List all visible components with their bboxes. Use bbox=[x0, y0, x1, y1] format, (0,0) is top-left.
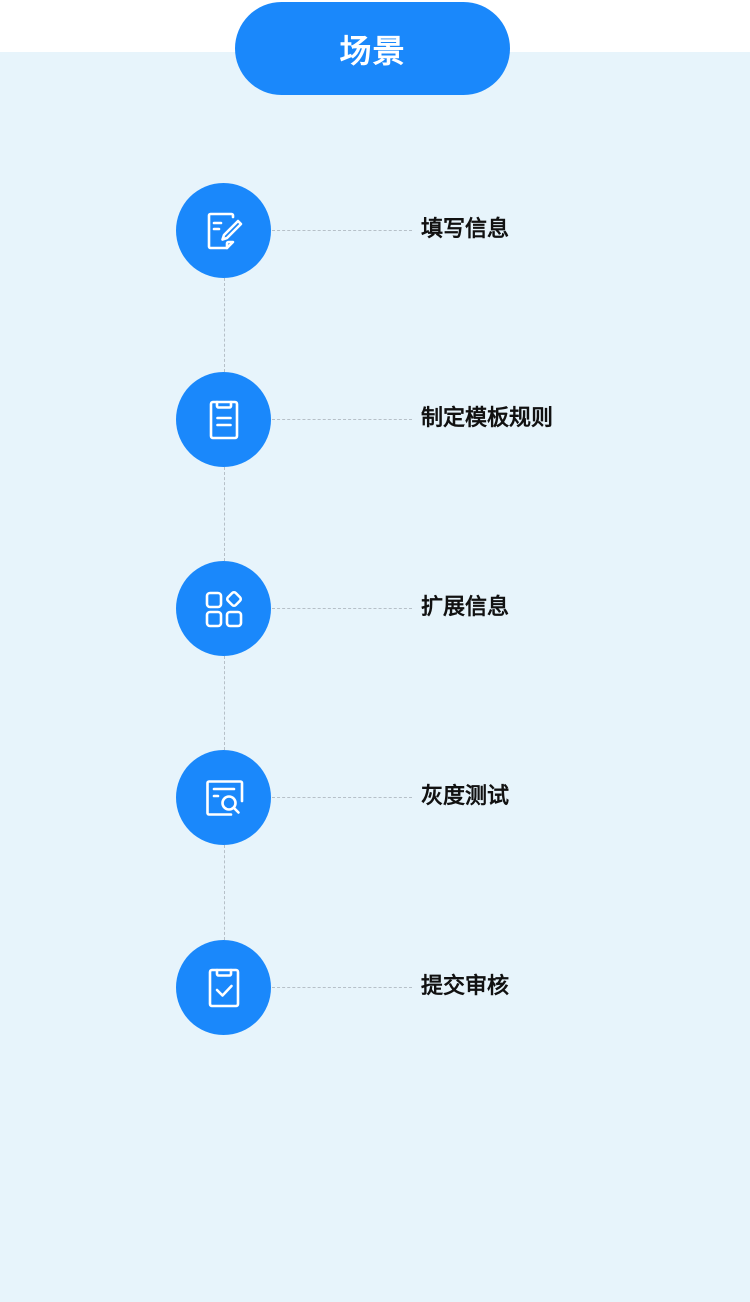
step-label: 灰度测试 bbox=[421, 784, 510, 809]
connector-line bbox=[224, 467, 225, 561]
connector-line bbox=[272, 419, 412, 420]
edit-document-icon bbox=[207, 212, 242, 249]
step-circle bbox=[176, 750, 271, 845]
connector-line bbox=[272, 797, 412, 798]
step-label: 提交审核 bbox=[421, 974, 510, 999]
step-submit-review: 提交审核 bbox=[0, 940, 750, 1035]
step-template-rules: 制定模板规则 bbox=[0, 372, 750, 467]
clipboard-list-icon bbox=[209, 400, 238, 439]
step-extend-info: 扩展信息 bbox=[0, 561, 750, 656]
scene-title: 场景 bbox=[339, 31, 406, 70]
step-circle bbox=[176, 561, 271, 656]
connector-line bbox=[272, 230, 412, 231]
clipboard-check-icon bbox=[208, 968, 239, 1007]
step-fill-info: 填写信息 bbox=[0, 183, 750, 278]
step-circle bbox=[176, 183, 271, 278]
scene-title-badge: 场景 bbox=[235, 2, 510, 95]
background-panel bbox=[0, 52, 750, 1302]
connector-line bbox=[272, 608, 412, 609]
connector-line bbox=[224, 656, 225, 750]
step-label: 制定模板规则 bbox=[421, 406, 554, 431]
step-circle bbox=[176, 372, 271, 467]
step-label: 扩展信息 bbox=[421, 595, 510, 620]
apps-grid-icon bbox=[205, 590, 242, 627]
connector-line bbox=[224, 278, 225, 372]
connector-line bbox=[224, 845, 225, 940]
step-circle bbox=[176, 940, 271, 1035]
connector-line bbox=[272, 987, 412, 988]
document-search-icon bbox=[205, 779, 243, 816]
step-gray-test: 灰度测试 bbox=[0, 750, 750, 845]
step-label: 填写信息 bbox=[421, 217, 510, 242]
